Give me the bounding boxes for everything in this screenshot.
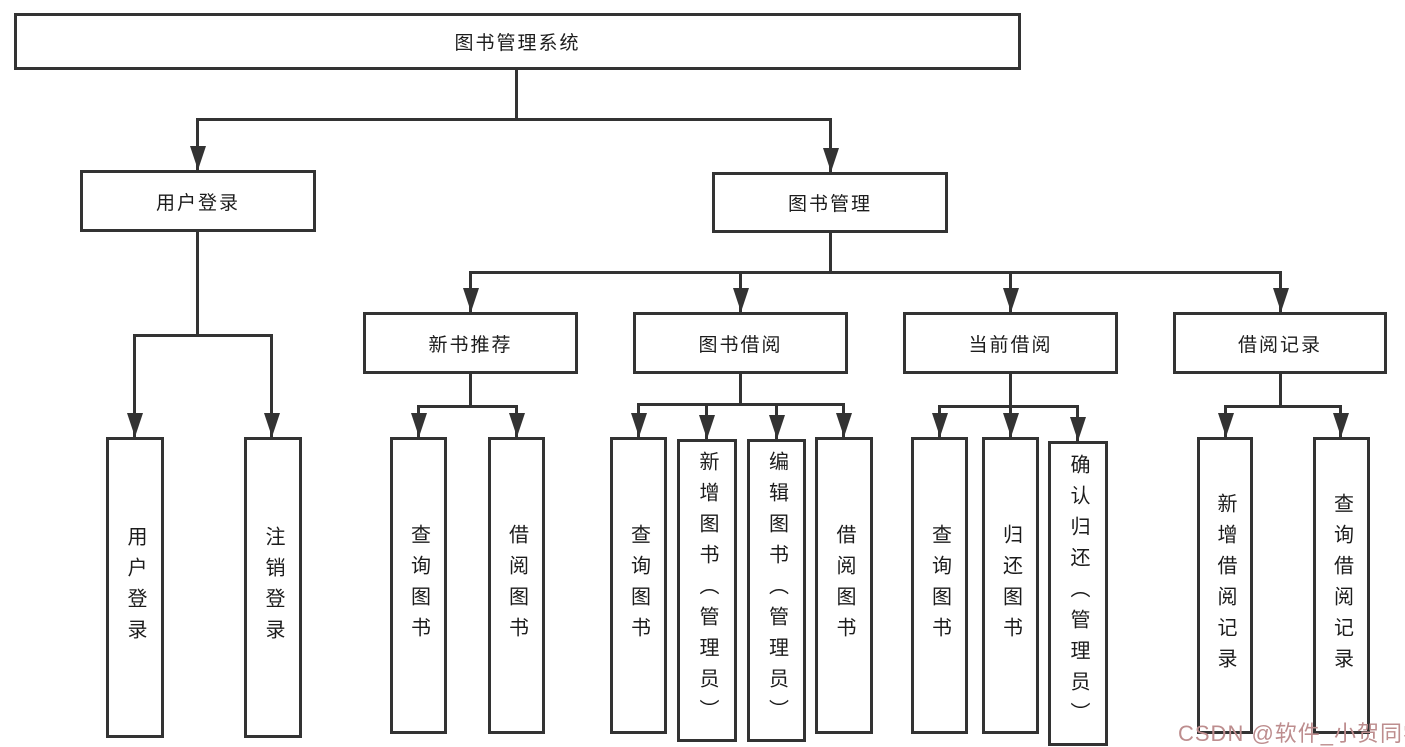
connector-stem xyxy=(469,374,472,407)
arrowhead-down-icon xyxy=(264,413,280,437)
node-borrow-record-label: 借阅记录 xyxy=(1237,334,1322,356)
leaf-label: 借阅图书 xyxy=(833,523,855,648)
node-book-management-label: 图书管理 xyxy=(787,194,872,215)
connector-hline xyxy=(637,403,845,406)
arrowhead-down-icon xyxy=(733,288,749,312)
node-book-management: 图书管理 xyxy=(712,172,948,233)
arrowhead-down-icon xyxy=(463,288,479,312)
arrowhead-down-icon xyxy=(769,415,785,439)
arrowhead-down-icon xyxy=(631,413,647,437)
node-book-borrow-label: 图书借阅 xyxy=(698,334,783,356)
connector-stem xyxy=(133,334,136,437)
connector-hline xyxy=(1224,405,1342,408)
node-current-borrow-label: 当前借阅 xyxy=(968,334,1053,356)
leaf-label: 新增图书（管理员） xyxy=(696,451,718,730)
arrowhead-down-icon xyxy=(699,415,715,439)
leaf-borrow-query: 查询图书 xyxy=(610,437,667,734)
node-root: 图书管理系统 xyxy=(14,13,1021,70)
connector-login-hline xyxy=(133,334,273,337)
leaf-label: 编辑图书（管理员） xyxy=(765,451,788,730)
leaf-label: 归还图书 xyxy=(999,523,1022,648)
connector-stem xyxy=(270,334,273,437)
leaf-label: 用户登录 xyxy=(124,525,146,650)
node-new-book-label: 新书推荐 xyxy=(428,334,513,356)
leaf-logout: 注销登录 xyxy=(244,437,302,738)
leaf-label: 查询图书 xyxy=(928,523,951,648)
arrowhead-down-icon xyxy=(1003,413,1019,437)
leaf-record-add: 新增借阅记录 xyxy=(1197,437,1253,734)
leaf-newbook-borrow: 借阅图书 xyxy=(488,437,545,734)
leaf-record-query: 查询借阅记录 xyxy=(1313,437,1370,734)
arrowhead-down-icon xyxy=(1070,417,1086,441)
leaf-user-login: 用户登录 xyxy=(106,437,164,738)
connector-stem xyxy=(739,374,742,405)
arrowhead-down-icon xyxy=(509,413,525,437)
arrowhead-down-icon xyxy=(1333,413,1349,437)
connector-level3-hline xyxy=(469,271,1281,274)
arrowhead-down-icon xyxy=(1218,413,1234,437)
arrowhead-down-icon xyxy=(1273,288,1289,312)
leaf-label: 查询图书 xyxy=(627,523,650,648)
connector-hline xyxy=(417,405,518,408)
leaf-label: 借阅图书 xyxy=(505,523,528,648)
leaf-label: 确认归还（管理员） xyxy=(1067,454,1089,733)
leaf-borrow-borrow: 借阅图书 xyxy=(815,437,873,734)
watermark: CSDN @软件_小贺同学 xyxy=(1178,721,1405,746)
arrowhead-down-icon xyxy=(411,413,427,437)
leaf-label: 新增借阅记录 xyxy=(1214,492,1236,679)
leaf-newbook-query: 查询图书 xyxy=(390,437,447,734)
connector-hline xyxy=(938,405,1079,408)
arrowhead-down-icon xyxy=(823,148,839,172)
connector-mgmt-down xyxy=(829,233,832,273)
leaf-borrow-edit-admin: 编辑图书（管理员） xyxy=(747,439,806,742)
connector-mgmt-stem xyxy=(829,118,832,172)
node-borrow-record: 借阅记录 xyxy=(1173,312,1387,374)
node-new-book-recommend: 新书推荐 xyxy=(363,312,578,374)
arrowhead-down-icon xyxy=(836,413,852,437)
arrowhead-down-icon xyxy=(1003,288,1019,312)
node-current-borrow: 当前借阅 xyxy=(903,312,1118,374)
leaf-label: 查询图书 xyxy=(407,523,430,648)
node-user-login: 用户登录 xyxy=(80,170,316,232)
leaf-borrow-add-admin: 新增图书（管理员） xyxy=(677,439,737,742)
arrowhead-down-icon xyxy=(190,146,206,170)
leaf-current-return: 归还图书 xyxy=(982,437,1039,734)
node-book-borrow: 图书借阅 xyxy=(633,312,848,374)
leaf-current-confirm-admin: 确认归还（管理员） xyxy=(1048,441,1108,746)
leaf-label: 注销登录 xyxy=(262,525,284,650)
arrowhead-down-icon xyxy=(932,413,948,437)
connector-level1-hline xyxy=(196,118,832,121)
node-user-login-label: 用户登录 xyxy=(155,192,240,214)
node-root-label: 图书管理系统 xyxy=(454,33,581,54)
connector-login-stem xyxy=(196,118,199,170)
leaf-label: 查询借阅记录 xyxy=(1330,492,1353,679)
connector-login-down xyxy=(196,232,199,336)
connector-stem xyxy=(1009,374,1012,407)
leaf-current-query: 查询图书 xyxy=(911,437,968,734)
connector-root-stem xyxy=(515,70,518,120)
arrowhead-down-icon xyxy=(127,413,143,437)
connector-stem xyxy=(1279,374,1282,407)
